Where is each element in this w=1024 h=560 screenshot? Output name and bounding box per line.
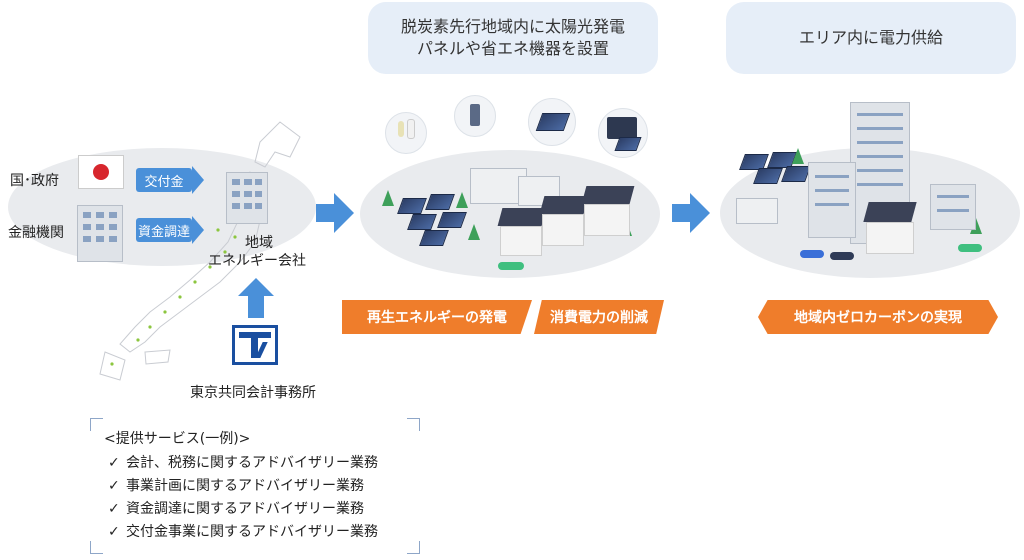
firm-logo-icon — [232, 325, 282, 365]
funding-arrow-icon — [192, 216, 204, 244]
japan-flag-icon — [78, 155, 124, 189]
country-gov-label: 国･政府 — [10, 173, 59, 189]
energy-company-label-2: エネルギー会社 — [208, 253, 306, 269]
right-arrow-icon — [316, 193, 354, 233]
power-reduction-tag: 消費電力の削減 — [534, 300, 664, 334]
service-item: ✓交付金事業に関するアドバイザリー業務 — [108, 521, 378, 544]
renewable-generation-tag: 再生エネルギーの発電 — [342, 300, 532, 334]
right-arrow-icon — [672, 193, 710, 233]
check-icon: ✓ — [108, 455, 120, 471]
right-scene — [730, 98, 1015, 273]
energy-company-building-icon — [226, 172, 268, 224]
energy-company-label-1: 地域 — [245, 235, 273, 251]
grant-arrow-icon — [192, 166, 204, 194]
grant-arrow-label: 交付金 — [136, 168, 192, 192]
funding-arrow-label: 資金調達 — [136, 218, 192, 242]
ev-charger-icon — [454, 95, 496, 137]
check-icon: ✓ — [108, 524, 120, 540]
bank-building-icon — [77, 205, 123, 262]
middle-bubble: 脱炭素先行地域内に太陽光発電 パネルや省エネ機器を設置 — [368, 2, 658, 74]
check-icon: ✓ — [108, 478, 120, 494]
up-arrow-icon — [238, 278, 274, 318]
check-icon: ✓ — [108, 501, 120, 517]
middle-bubble-line1: 脱炭素先行地域内に太陽光発電 — [400, 17, 625, 36]
service-item: ✓会計、税務に関するアドバイザリー業務 — [108, 452, 378, 475]
services-title: <提供サービス(一例)> — [104, 431, 251, 447]
monitoring-panel-icon — [598, 108, 648, 158]
solar-install-icon — [528, 98, 576, 146]
middle-bubble-line2: パネルや省エネ機器を設置 — [416, 39, 609, 58]
zero-carbon-tag: 地域内ゼロカーボンの実現 — [758, 300, 998, 334]
middle-scene — [370, 150, 655, 278]
services-box: <提供サービス(一例)> ✓会計、税務に関するアドバイザリー業務 ✓事業計画に関… — [90, 418, 420, 554]
service-item: ✓事業計画に関するアドバイザリー業務 — [108, 475, 378, 498]
services-list: ✓会計、税務に関するアドバイザリー業務 ✓事業計画に関するアドバイザリー業務 ✓… — [108, 452, 378, 544]
financial-label: 金融機関 — [8, 225, 64, 241]
led-bulb-icon — [385, 112, 427, 154]
service-item: ✓資金調達に関するアドバイザリー業務 — [108, 498, 378, 521]
right-bubble-text: エリア内に電力供給 — [798, 28, 943, 47]
right-bubble: エリア内に電力供給 — [726, 2, 1016, 74]
firm-name-label: 東京共同会計事務所 — [190, 385, 316, 401]
